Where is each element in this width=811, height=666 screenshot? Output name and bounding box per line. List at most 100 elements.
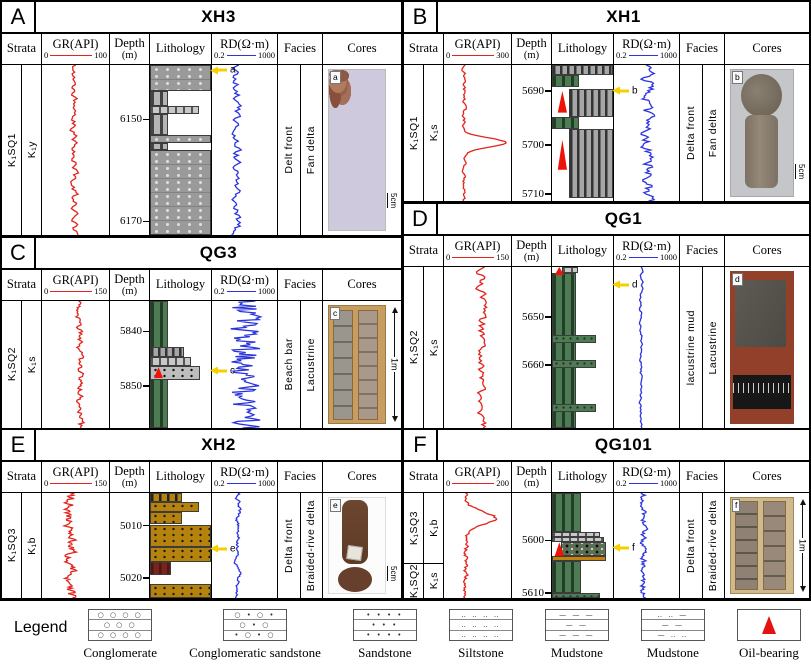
rd-scale: 0.2 1000 bbox=[214, 51, 275, 60]
lith-segment-sstb bbox=[150, 511, 182, 525]
legend-swatch-conglomerate: ○ ○ ○ ○○ ○ ○○ ○ ○ ○ bbox=[88, 609, 153, 641]
col-header-strata: Strata bbox=[404, 34, 444, 64]
arrow-shaft bbox=[218, 547, 227, 551]
depth-tick-label: 5010 bbox=[120, 519, 142, 532]
core-photo-label: a bbox=[330, 71, 341, 84]
depth-tick: 6170 bbox=[120, 215, 150, 227]
depth-tick-mark bbox=[143, 524, 150, 527]
legend-item-mudstone: — — —— —— — — Mudstone bbox=[544, 609, 609, 661]
col-header-gr: GR(API) 0 100 bbox=[42, 34, 110, 64]
photo-marker-arrow: e bbox=[210, 543, 236, 554]
gr-scale-line bbox=[452, 482, 495, 485]
gr-scale-max: 100 bbox=[94, 50, 107, 61]
strata-sequence-cell: K₁SQ3 bbox=[404, 493, 424, 563]
gr-scale-max: 150 bbox=[94, 286, 107, 297]
legend-item-label: Mudstone bbox=[550, 645, 603, 660]
col-header-cores: Cores bbox=[347, 41, 377, 56]
legend-swatch-mudstone: — — —— —— — — bbox=[544, 609, 609, 641]
photo-marker-arrow: b bbox=[612, 85, 638, 96]
log-curve bbox=[212, 65, 277, 235]
gr-scale-min: 0 bbox=[44, 50, 49, 61]
strata-sequence-cell: K₁SQ2 bbox=[2, 301, 22, 428]
gr-scale-max: 150 bbox=[496, 252, 509, 263]
depth-tick: 5710 bbox=[522, 188, 552, 200]
rd-scale-min: 0.2 bbox=[213, 50, 225, 61]
depth-tick: 5600 bbox=[522, 534, 552, 546]
rock-slab bbox=[735, 280, 787, 348]
ruler bbox=[732, 375, 792, 409]
col-header-depth: Depth (m) bbox=[512, 34, 552, 64]
pattern-row: ‥ ‥ ‥ ‥ bbox=[449, 619, 512, 629]
photo-marker-arrow: f bbox=[612, 542, 635, 553]
depth-tick: 5610 bbox=[522, 587, 552, 599]
log-curve bbox=[614, 493, 679, 598]
core-photo-label: d bbox=[732, 273, 743, 286]
col-header-depth: Depth (m) bbox=[110, 34, 150, 64]
panel-letter: F bbox=[404, 430, 438, 460]
col-header-cores: Cores bbox=[752, 469, 782, 484]
gr-title: GR(API) bbox=[52, 464, 99, 479]
arrow-left-icon bbox=[210, 366, 218, 375]
depth-tick-label: 6150 bbox=[120, 113, 142, 126]
lith-segment-sltl bbox=[552, 537, 605, 543]
rd-title: RD(Ω·m) bbox=[220, 464, 269, 479]
col-header-facies: Facies bbox=[278, 462, 323, 492]
depth-title: Depth bbox=[516, 463, 547, 478]
arrow-shaft bbox=[620, 283, 629, 287]
gr-scale-max: 200 bbox=[496, 478, 509, 489]
column-headers: Strata GR(API) 0 200 Depth (m) Lithology… bbox=[404, 462, 809, 493]
pattern-row: ○ ○ ○ bbox=[89, 619, 152, 629]
scale-line bbox=[393, 371, 396, 417]
col-header-strata: Strata bbox=[404, 462, 444, 492]
column-headers: Strata GR(API) 0 150 Depth (m) Lithology… bbox=[2, 270, 401, 301]
depth-tick: 5660 bbox=[522, 359, 552, 371]
photo-marker-arrow: a bbox=[210, 65, 236, 76]
pattern-row: ○ ○ ○ ○ bbox=[89, 629, 152, 640]
col-header-depth: Depth (m) bbox=[110, 270, 150, 300]
panel-header: E XH2 bbox=[2, 430, 401, 462]
depth-tick-mark bbox=[143, 577, 150, 579]
col-header-gr: GR(API) 0 300 bbox=[444, 34, 512, 64]
legend-bar: Legend ○ ○ ○ ○○ ○ ○○ ○ ○ ○Conglomerate○ … bbox=[0, 598, 811, 666]
depth-unit: (m) bbox=[523, 252, 540, 264]
lithology-track bbox=[150, 65, 212, 235]
scale-line bbox=[801, 505, 804, 539]
arrow-left-icon bbox=[612, 86, 620, 95]
log-curve bbox=[42, 301, 109, 428]
facies-label: Braided-rive delta bbox=[707, 499, 720, 592]
pattern-row: ○ ○ ○ ○ bbox=[97, 610, 143, 619]
col-header-strata: Strata bbox=[2, 34, 42, 64]
col-header-cores: Cores bbox=[752, 41, 782, 56]
lith-segment-mudvd bbox=[552, 334, 596, 343]
depth-unit: (m) bbox=[121, 286, 138, 298]
depth-tick-label: 5650 bbox=[522, 310, 544, 323]
rd-curve-track: e bbox=[210, 493, 278, 598]
lith-segment-sstdr bbox=[150, 562, 171, 575]
col-header-facies: Facies bbox=[278, 34, 323, 64]
subfacies-cell: Beach bar bbox=[278, 301, 301, 428]
gr-scale-min: 0 bbox=[446, 50, 451, 61]
column-headers: Strata GR(API) 0 300 Depth (m) Lithology… bbox=[404, 34, 809, 65]
subfacies-cell: Delta front bbox=[680, 65, 703, 201]
rd-scale-line bbox=[226, 290, 257, 293]
rd-scale: 0.2 1000 bbox=[616, 253, 677, 262]
col-header-gr: GR(API) 0 150 bbox=[42, 270, 110, 300]
depth-tick-mark bbox=[143, 385, 150, 387]
col-header-gr: GR(API) 0 200 bbox=[444, 462, 512, 492]
pattern-row: • • • • bbox=[366, 610, 404, 619]
core-photo-label: f bbox=[732, 499, 741, 512]
legend-swatch-conglomeratic-sandstone: ○ • ○ •○ • ○• ○ • ○ bbox=[222, 609, 287, 641]
rd-curve-track: a bbox=[210, 65, 278, 235]
lithology-track bbox=[552, 267, 614, 428]
gr-scale-min: 0 bbox=[44, 286, 49, 297]
gr-scale-min: 0 bbox=[446, 478, 451, 489]
pattern-row: ‥ ‥ ‥ ‥ bbox=[461, 610, 501, 619]
photo-marker-label: b bbox=[632, 85, 638, 97]
